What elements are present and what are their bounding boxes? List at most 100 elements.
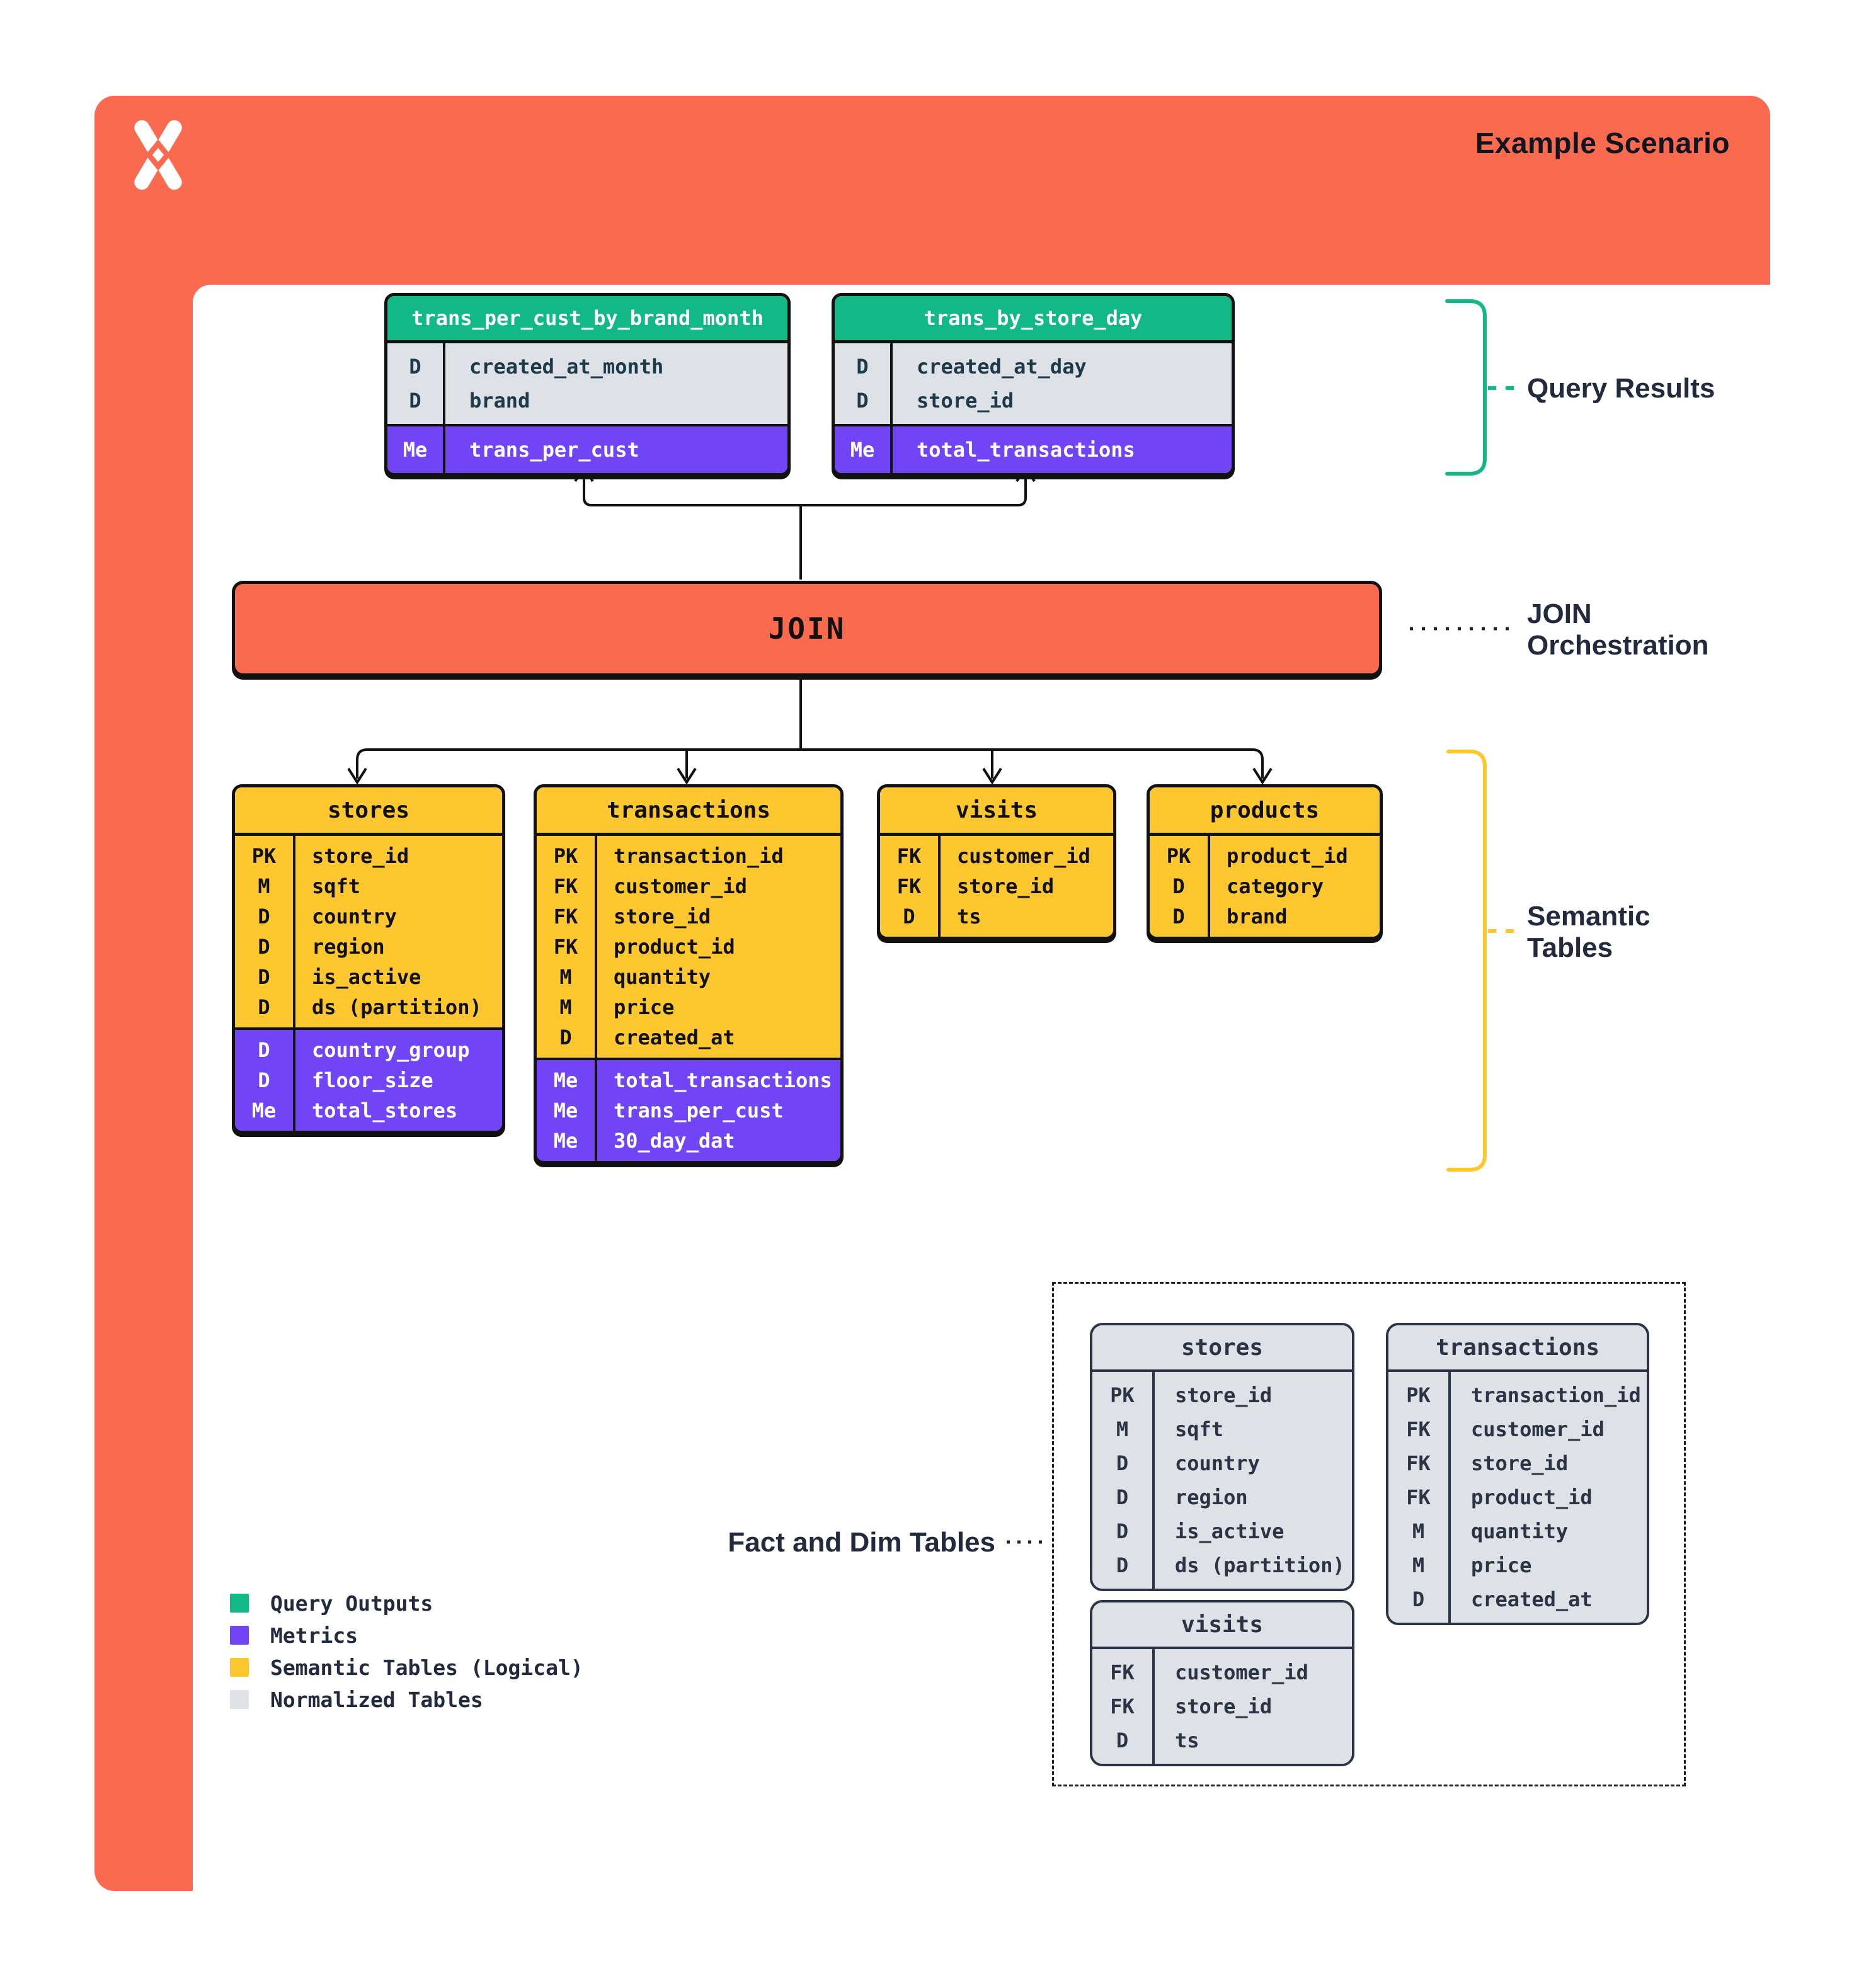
- column-name: transaction_id: [614, 844, 784, 868]
- column-key: FK: [553, 905, 578, 928]
- column-name: customer_id: [957, 844, 1090, 868]
- column-name: store_id: [614, 905, 711, 928]
- column-divider: [293, 836, 295, 1131]
- column-key: FK: [896, 844, 922, 868]
- legend-label: Normalized Tables: [270, 1687, 483, 1712]
- table-row: FK customer_id: [880, 841, 1113, 871]
- table-row: PK product_id: [1150, 841, 1380, 871]
- table-row: Me trans_per_cust: [537, 1095, 840, 1126]
- legend-swatch: [230, 1658, 249, 1677]
- column-key: D: [1116, 1485, 1129, 1509]
- column-name: product_id: [1227, 844, 1348, 868]
- column-key: D: [856, 389, 869, 413]
- column-key: FK: [1110, 1694, 1135, 1718]
- column-key: PK: [1166, 844, 1191, 868]
- table-title: transactions: [1388, 1325, 1647, 1372]
- column-name: ds (partition): [1175, 1553, 1345, 1577]
- column-key: FK: [1110, 1660, 1135, 1684]
- column-divider: [1152, 1649, 1155, 1764]
- column-key: M: [1116, 1417, 1129, 1441]
- legend-swatch: [230, 1594, 249, 1613]
- column-name: transaction_id: [1471, 1383, 1641, 1407]
- table-title: trans_per_cust_by_brand_month: [387, 296, 787, 343]
- column-name: store_id: [1175, 1694, 1273, 1718]
- column-key: Me: [553, 1129, 578, 1153]
- column-key: FK: [1406, 1417, 1431, 1441]
- column-divider: [1448, 1372, 1451, 1623]
- column-divider: [890, 343, 893, 473]
- column-key: M: [1412, 1519, 1425, 1543]
- column-name: sqft: [312, 874, 361, 898]
- column-name: store_id: [1471, 1451, 1569, 1475]
- legend-label: Query Outputs: [270, 1591, 433, 1616]
- column-key: D: [258, 965, 270, 989]
- table-title: stores: [235, 787, 502, 836]
- table-title: visits: [880, 787, 1113, 836]
- column-name: created_at: [614, 1025, 735, 1049]
- column-key: M: [1412, 1553, 1425, 1577]
- column-divider: [1152, 1372, 1155, 1589]
- column-name: category: [1227, 874, 1324, 898]
- legend-swatch: [230, 1690, 249, 1709]
- column-name: ts: [957, 905, 981, 928]
- column-name: created_at: [1471, 1587, 1593, 1611]
- column-name: trans_per_cust: [614, 1099, 784, 1123]
- table-title: transactions: [537, 787, 840, 836]
- legend-label: Semantic Tables (Logical): [270, 1655, 583, 1680]
- join-orchestration-label: JOIN Orchestration: [1527, 598, 1709, 661]
- column-name: brand: [469, 389, 530, 413]
- column-key: D: [1116, 1451, 1129, 1475]
- column-key: D: [258, 1038, 270, 1062]
- column-key: PK: [553, 844, 578, 868]
- column-key: D: [409, 355, 421, 379]
- x-logo-icon: [134, 120, 182, 190]
- table-title: stores: [1092, 1325, 1352, 1372]
- column-name: quantity: [1471, 1519, 1569, 1543]
- column-key: D: [258, 1068, 270, 1092]
- legend-label: Metrics: [270, 1623, 358, 1648]
- column-key: M: [559, 965, 572, 989]
- table-row: PK transaction_id: [537, 841, 840, 871]
- column-name: price: [614, 995, 675, 1019]
- column-name: region: [312, 935, 385, 959]
- column-key: D: [559, 1025, 572, 1049]
- column-name: country: [312, 905, 397, 928]
- column-key: Me: [553, 1099, 578, 1123]
- column-name: region: [1175, 1485, 1248, 1509]
- column-name: is_active: [1175, 1519, 1285, 1543]
- column-key: FK: [553, 935, 578, 959]
- column-name: is_active: [312, 965, 421, 989]
